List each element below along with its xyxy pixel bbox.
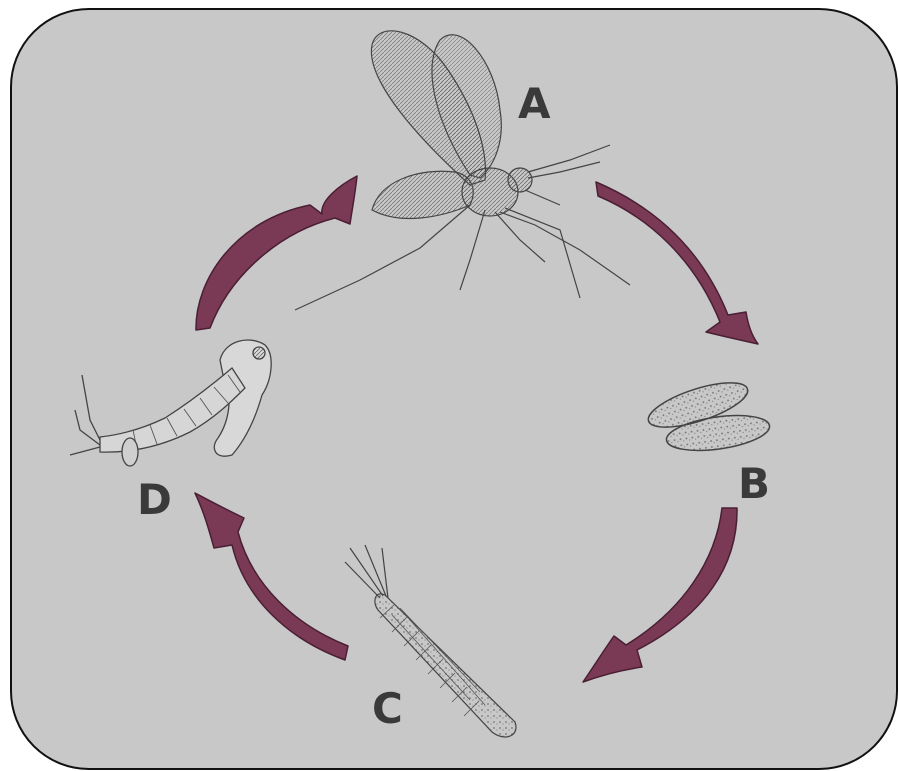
label-d: D [137, 475, 172, 524]
label-b: B [738, 459, 770, 508]
label-c: C [372, 684, 403, 733]
label-a: A [518, 79, 551, 128]
